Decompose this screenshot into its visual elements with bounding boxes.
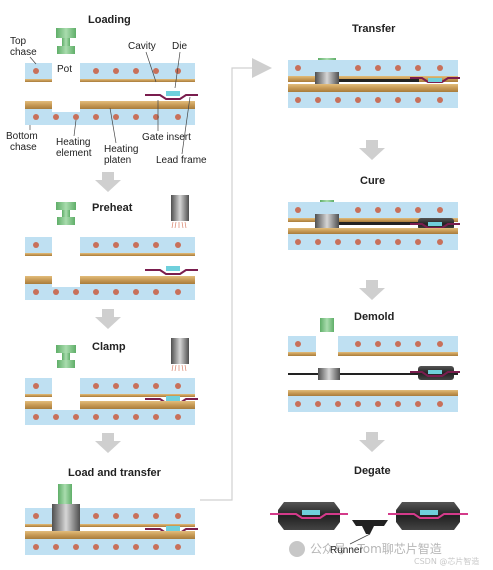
die bbox=[166, 91, 180, 96]
label-top-chase-line1: Top bbox=[10, 36, 27, 47]
flow-connector-line bbox=[200, 67, 258, 501]
preheater-icon bbox=[171, 195, 189, 229]
heating-platen bbox=[25, 101, 195, 109]
down-arrow-icon bbox=[95, 172, 121, 192]
cure-stage bbox=[288, 200, 460, 250]
watermark: 公众号 · Tom聊芯片智造 CSDN @芯片智造 bbox=[289, 541, 479, 566]
transfer-stage bbox=[288, 58, 460, 108]
plunger-icon bbox=[56, 345, 76, 368]
label-lead-frame: Lead frame bbox=[156, 155, 207, 166]
plunger-icon bbox=[56, 202, 76, 225]
bottom-chase bbox=[25, 109, 195, 125]
lead-frame bbox=[145, 94, 198, 100]
demold-stage bbox=[288, 318, 460, 412]
label-gate-insert: Gate insert bbox=[142, 132, 191, 143]
step-title-demold: Demold bbox=[354, 311, 394, 323]
label-heating-platen-line1: Heating bbox=[104, 144, 138, 155]
preheater-icon bbox=[171, 338, 189, 372]
load-transfer-stage bbox=[25, 484, 198, 555]
step-title-load-and-transfer: Load and transfer bbox=[68, 467, 162, 479]
label-bottom-chase-line2: chase bbox=[10, 142, 37, 153]
preheat-stage bbox=[25, 234, 198, 300]
step-title-preheat: Preheat bbox=[92, 202, 133, 214]
step-title-clamp: Clamp bbox=[92, 341, 126, 353]
step-title-cure: Cure bbox=[360, 175, 385, 187]
plunger-icon bbox=[56, 28, 76, 54]
down-arrow-icon bbox=[95, 309, 121, 329]
heating-elements-bottom bbox=[33, 114, 181, 120]
step-title-transfer: Transfer bbox=[352, 23, 396, 35]
label-heating-element-line1: Heating bbox=[56, 137, 90, 148]
label-bottom-chase-line1: Bottom bbox=[6, 131, 38, 142]
label-heating-element-line2: element bbox=[56, 148, 92, 159]
down-arrow-icon bbox=[359, 280, 385, 300]
clamp-stage bbox=[25, 376, 198, 425]
step-title-degate: Degate bbox=[354, 465, 391, 477]
loading-stage bbox=[25, 28, 198, 125]
watermark-text: 公众号 · Tom聊芯片智造 bbox=[310, 541, 442, 556]
label-pot: Pot bbox=[57, 64, 72, 75]
package-left bbox=[278, 502, 340, 530]
down-arrow-icon bbox=[359, 140, 385, 160]
top-chase bbox=[25, 63, 195, 79]
label-die: Die bbox=[172, 41, 187, 52]
right-arrow-icon bbox=[252, 58, 272, 78]
down-arrow-icon bbox=[359, 432, 385, 452]
package-right bbox=[396, 502, 460, 530]
label-top-chase-line2: chase bbox=[10, 47, 37, 58]
heating-elements-top bbox=[33, 68, 181, 74]
label-runner: Runner bbox=[330, 545, 363, 556]
plunger-icon bbox=[320, 318, 334, 332]
watermark-subtext: CSDN @芯片智造 bbox=[414, 556, 479, 566]
runner bbox=[352, 520, 388, 534]
plunger-icon bbox=[58, 484, 72, 504]
wechat-icon bbox=[289, 541, 305, 557]
label-cavity: Cavity bbox=[128, 41, 156, 52]
down-arrow-icon bbox=[95, 433, 121, 453]
degate-stage bbox=[270, 502, 468, 534]
label-heating-platen-line2: platen bbox=[104, 155, 131, 166]
step-title-loading: Loading bbox=[88, 14, 131, 26]
